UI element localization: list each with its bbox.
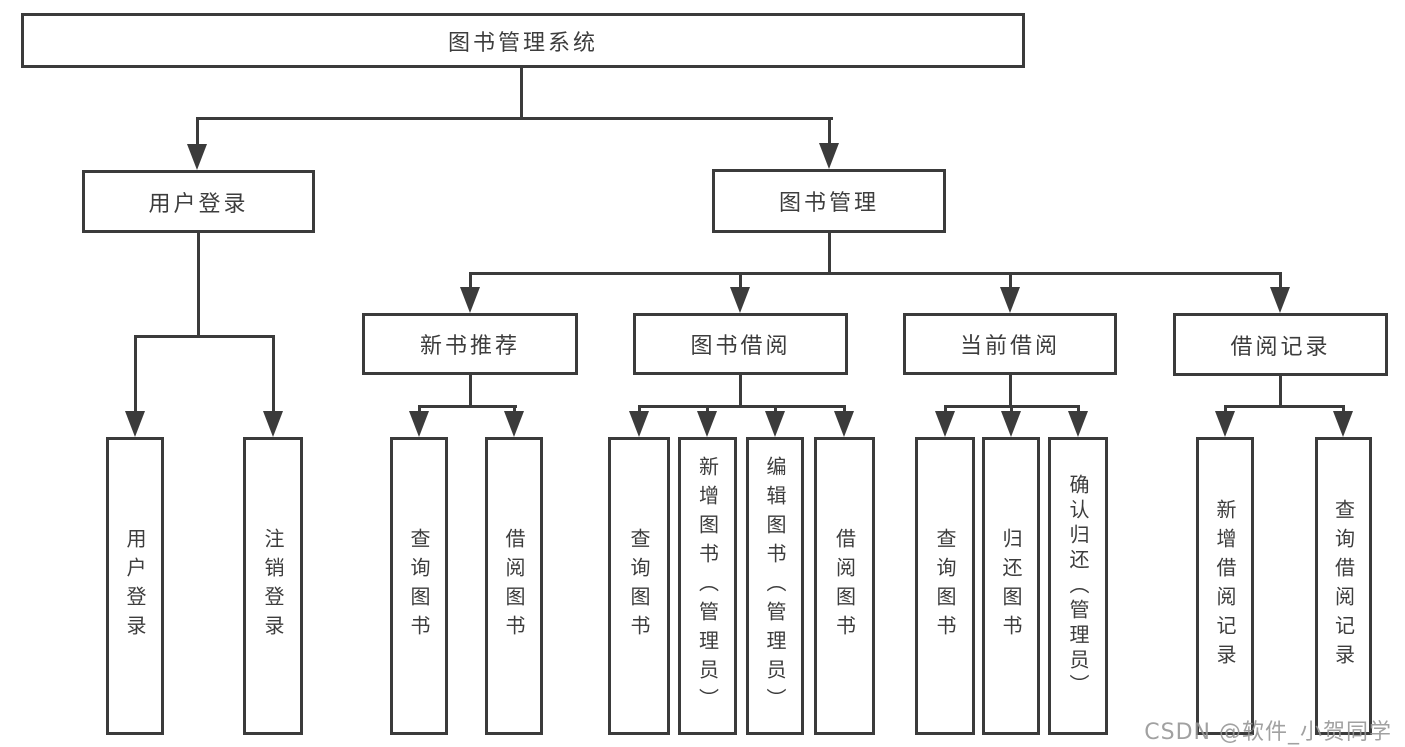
watermark: CSDN @软件_小贺同学 xyxy=(1144,720,1392,745)
arrowhead-icon xyxy=(834,411,854,437)
connector-line xyxy=(1009,375,1012,407)
connector-line xyxy=(638,405,846,408)
arrowhead-icon xyxy=(187,144,207,170)
arrowhead-icon xyxy=(263,411,283,437)
leaf-add-book-admin: 新增图书（管理员） xyxy=(678,437,737,735)
connector-line xyxy=(196,117,833,120)
arrowhead-icon xyxy=(1333,411,1353,437)
connector-line xyxy=(197,233,200,337)
arrowhead-icon xyxy=(1000,287,1020,313)
arrowhead-icon xyxy=(629,411,649,437)
connector-line xyxy=(1224,405,1345,408)
node-book-borrowing: 图书借阅 xyxy=(633,313,848,375)
arrowhead-icon xyxy=(1215,411,1235,437)
connector-line xyxy=(1009,272,1012,293)
connector-line xyxy=(134,335,275,338)
leaf-confirm-return-admin: 确认归还（管理员） xyxy=(1048,437,1108,735)
node-library-management-system: 图书管理系统 xyxy=(21,13,1025,68)
arrowhead-icon xyxy=(730,287,750,313)
leaf-query-books-borrow: 查询图书 xyxy=(608,437,670,735)
arrowhead-icon xyxy=(1270,287,1290,313)
arrowhead-icon xyxy=(935,411,955,437)
leaf-edit-book-admin: 编辑图书（管理员） xyxy=(746,437,804,735)
connector-line xyxy=(418,405,517,408)
leaf-query-borrow-record: 查询借阅记录 xyxy=(1315,437,1372,735)
leaf-return-book: 归还图书 xyxy=(982,437,1040,735)
node-current-borrowing: 当前借阅 xyxy=(903,313,1117,375)
arrowhead-icon xyxy=(504,411,524,437)
leaf-borrow-books-recommend: 借阅图书 xyxy=(485,437,543,735)
leaf-query-books-current: 查询图书 xyxy=(915,437,975,735)
connector-line xyxy=(272,335,275,417)
connector-line xyxy=(739,375,742,407)
node-user-login: 用户登录 xyxy=(82,170,315,233)
connector-line xyxy=(469,272,472,293)
node-book-management: 图书管理 xyxy=(712,169,946,233)
connector-line xyxy=(1279,376,1282,407)
connector-line xyxy=(520,68,523,119)
connector-line xyxy=(739,272,742,293)
arrowhead-icon xyxy=(697,411,717,437)
connector-line xyxy=(828,117,831,149)
arrowhead-icon xyxy=(125,411,145,437)
node-borrowing-records: 借阅记录 xyxy=(1173,313,1388,376)
connector-line xyxy=(134,335,137,417)
leaf-logout: 注销登录 xyxy=(243,437,303,735)
node-new-book-recommendation: 新书推荐 xyxy=(362,313,578,375)
arrowhead-icon xyxy=(1068,411,1088,437)
leaf-add-borrow-record: 新增借阅记录 xyxy=(1196,437,1254,735)
connector-line xyxy=(1279,272,1282,293)
arrowhead-icon xyxy=(765,411,785,437)
arrowhead-icon xyxy=(819,143,839,169)
connector-line xyxy=(469,375,472,407)
arrowhead-icon xyxy=(409,411,429,437)
leaf-borrow-books: 借阅图书 xyxy=(814,437,875,735)
arrowhead-icon xyxy=(1001,411,1021,437)
arrowhead-icon xyxy=(460,287,480,313)
connector-line xyxy=(828,233,831,274)
leaf-query-books-recommend: 查询图书 xyxy=(390,437,448,735)
leaf-user-login: 用户登录 xyxy=(106,437,164,735)
connector-line xyxy=(196,117,199,150)
connector-line xyxy=(469,272,1282,275)
